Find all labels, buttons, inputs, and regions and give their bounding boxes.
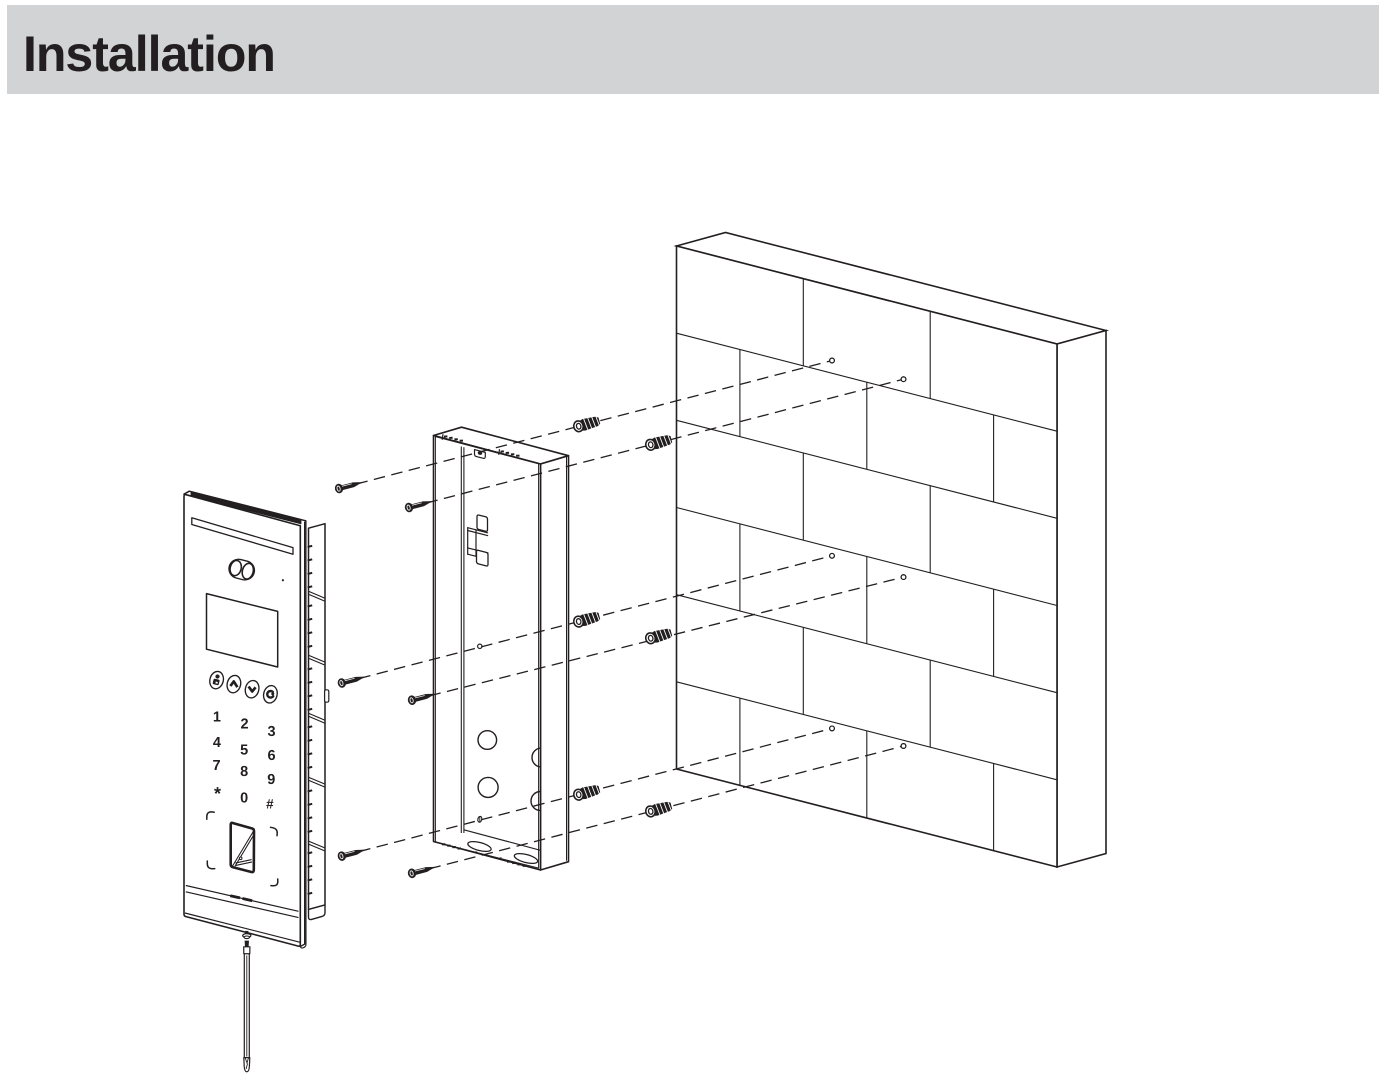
svg-text:*: * — [214, 783, 221, 803]
svg-text:#: # — [266, 796, 274, 811]
svg-text:5: 5 — [240, 742, 248, 758]
svg-text:2: 2 — [240, 716, 248, 732]
svg-text:0: 0 — [240, 790, 248, 806]
svg-text:7: 7 — [213, 758, 221, 774]
svg-text:3: 3 — [267, 724, 275, 740]
svg-text:1: 1 — [213, 710, 221, 726]
svg-text:4: 4 — [213, 735, 221, 751]
svg-text:6: 6 — [268, 748, 276, 764]
svg-text:9: 9 — [267, 772, 275, 788]
svg-text:8: 8 — [240, 764, 248, 780]
